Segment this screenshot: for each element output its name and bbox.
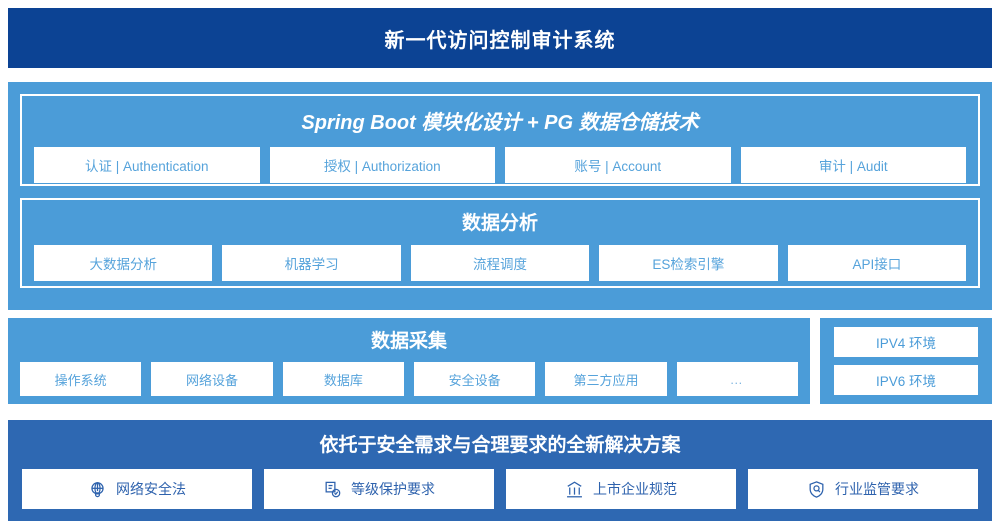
globe-icon [88, 480, 107, 499]
document-check-icon [323, 480, 342, 499]
platform-panel: Spring Boot 模块化设计 + PG 数据仓储技术 认证 | Authe… [8, 82, 992, 310]
data-analysis-section-title: 数据分析 [461, 213, 538, 234]
chip-label: 行业监管要求 [835, 481, 919, 497]
chip-label: API接口 [852, 257, 902, 272]
chip-ipv4-environment[interactable]: IPV4 环境 [834, 327, 978, 357]
data-collection-panel: 数据采集 操作系统 网络设备 数据库 安全设备 第三方应用 … [8, 318, 810, 404]
chip-more-ellipsis[interactable]: … [676, 362, 798, 396]
chip-label: 机器学习 [284, 257, 339, 272]
chip-authorization[interactable]: 授权 | Authorization [269, 147, 495, 183]
environment-panel: IPV4 环境 IPV6 环境 [820, 318, 992, 404]
chip-big-data-analysis[interactable]: 大数据分析 [34, 245, 213, 281]
springboot-section: Spring Boot 模块化设计 + PG 数据仓储技术 认证 | Authe… [20, 94, 980, 186]
chip-ipv6-environment[interactable]: IPV6 环境 [834, 365, 978, 395]
chip-label: 操作系统 [54, 372, 107, 388]
chip-label: 上市企业规范 [593, 481, 677, 497]
chip-label: 网络设备 [185, 372, 238, 388]
springboot-section-title: Spring Boot 模块化设计 + PG 数据仓储技术 [301, 112, 699, 134]
chip-label: 安全设备 [448, 372, 501, 388]
chip-label: 网络安全法 [116, 481, 186, 497]
data-analysis-chip-row: 大数据分析 机器学习 流程调度 ES检索引擎 API接口 [34, 245, 967, 281]
chip-listed-enterprise-standards[interactable]: 上市企业规范 [506, 469, 736, 509]
chip-authentication[interactable]: 认证 | Authentication [34, 147, 260, 183]
ellipsis-icon: … [729, 371, 745, 387]
chip-operating-system[interactable]: 操作系统 [20, 362, 142, 396]
chip-machine-learning[interactable]: 机器学习 [222, 245, 401, 281]
chip-label: ES检索引擎 [652, 257, 725, 272]
shield-search-icon [807, 480, 826, 499]
data-collection-title: 数据采集 [370, 331, 447, 352]
springboot-chip-row: 认证 | Authentication 授权 | Authorization 账… [34, 147, 966, 183]
chip-label: 审计 | Audit [818, 159, 888, 174]
chip-label: 授权 | Authorization [323, 159, 441, 174]
chip-label: IPV4 环境 [875, 336, 937, 351]
chip-label: 大数据分析 [89, 257, 157, 272]
chip-cybersecurity-law[interactable]: 网络安全法 [22, 469, 252, 509]
data-analysis-section: 数据分析 大数据分析 机器学习 流程调度 ES检索引擎 API接口 [20, 198, 980, 288]
chip-label: 流程调度 [473, 257, 528, 272]
chip-label: 账号 | Account [574, 159, 662, 174]
chip-network-device[interactable]: 网络设备 [151, 362, 273, 396]
chip-label: IPV6 环境 [875, 374, 937, 389]
chip-industry-supervision[interactable]: 行业监管要求 [748, 469, 978, 509]
data-collection-chip-row: 操作系统 网络设备 数据库 安全设备 第三方应用 … [20, 362, 798, 396]
page-title: 新一代访问控制审计系统 [384, 29, 616, 52]
solution-panel-title: 依托于安全需求与合理要求的全新解决方案 [319, 435, 681, 456]
chip-label: 数据库 [323, 372, 363, 388]
solution-chip-row: 网络安全法 等级保护要求 [22, 469, 978, 509]
chip-security-device[interactable]: 安全设备 [413, 362, 536, 396]
chip-third-party-app[interactable]: 第三方应用 [545, 362, 667, 396]
chip-api-interface[interactable]: API接口 [787, 245, 967, 281]
chip-label: 认证 | Authentication [84, 159, 209, 174]
bank-building-icon [565, 480, 584, 499]
chip-audit[interactable]: 审计 | Audit [740, 147, 966, 183]
chip-label: 第三方应用 [573, 372, 639, 388]
chip-label: 等级保护要求 [351, 481, 435, 497]
page-title-bar: 新一代访问控制审计系统 [8, 8, 992, 68]
chip-es-search-engine[interactable]: ES检索引擎 [599, 245, 778, 281]
solution-panel: 依托于安全需求与合理要求的全新解决方案 网络安全法 [8, 420, 992, 521]
chip-database[interactable]: 数据库 [282, 362, 404, 396]
chip-account[interactable]: 账号 | Account [505, 147, 731, 183]
chip-classified-protection[interactable]: 等级保护要求 [264, 469, 494, 509]
chip-process-scheduling[interactable]: 流程调度 [410, 245, 590, 281]
